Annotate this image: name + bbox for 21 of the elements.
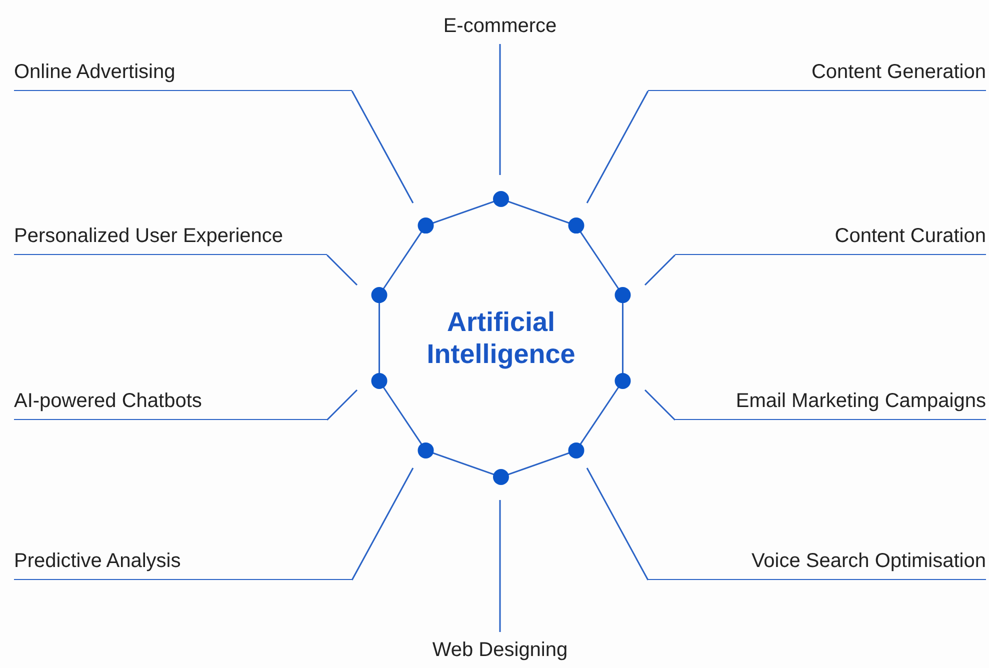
topic-label: E-commerce bbox=[380, 8, 620, 44]
leader-line bbox=[644, 389, 676, 421]
leader-line bbox=[326, 389, 358, 421]
topic-label: Email Marketing Campaigns bbox=[675, 384, 986, 420]
leader-line bbox=[351, 468, 414, 580]
topic-label: Content Generation bbox=[648, 55, 986, 91]
topic-label: Voice Search Optimisation bbox=[648, 544, 986, 580]
topic-label: Content Curation bbox=[675, 219, 986, 255]
topic-label: AI-powered Chatbots bbox=[14, 384, 327, 420]
leader-line bbox=[326, 254, 358, 286]
topic-label: Online Advertising bbox=[14, 55, 352, 91]
leader-line bbox=[499, 44, 501, 175]
leader-line bbox=[586, 468, 649, 580]
topic-label: Web Designing bbox=[380, 632, 620, 666]
leader-line bbox=[499, 500, 501, 632]
hub-title: Artificial Intelligence bbox=[426, 306, 576, 370]
leader-line bbox=[351, 90, 414, 204]
topic-label: Personalized User Experience bbox=[14, 219, 327, 255]
leader-line bbox=[644, 254, 676, 286]
leader-line bbox=[586, 90, 649, 204]
topic-label: Predictive Analysis bbox=[14, 544, 352, 580]
